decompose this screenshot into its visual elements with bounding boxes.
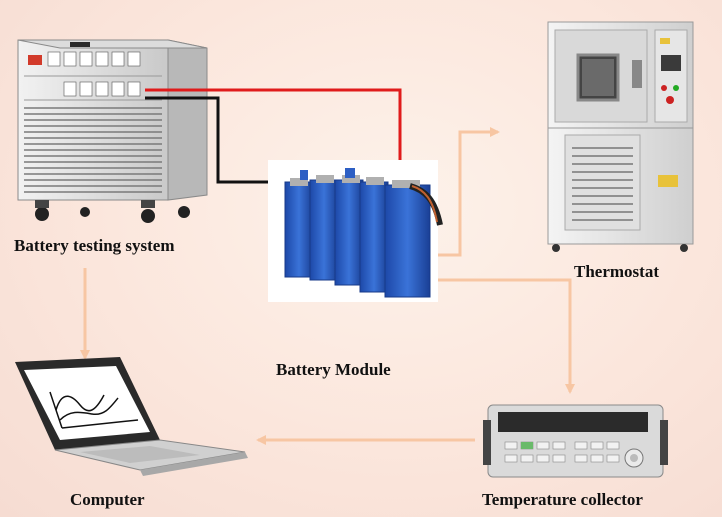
label-thermostat: Thermostat <box>574 262 659 281</box>
battery-module-icon <box>268 160 443 302</box>
computer-icon <box>15 357 248 476</box>
arrow-module-to-thermostat <box>418 127 500 257</box>
label-battery-module: Battery Module <box>276 360 391 379</box>
label-computer: Computer <box>70 490 145 509</box>
label-temperature-collector: Temperature collector <box>482 490 643 509</box>
thermostat-icon <box>547 21 694 252</box>
positive-cable <box>145 88 402 185</box>
label-battery-testing-system: Battery testing system <box>14 236 175 255</box>
negative-cable <box>145 96 300 184</box>
temperature-collector-icon <box>483 404 668 478</box>
arrow-module-to-collector <box>418 278 575 394</box>
battery-testing-system-icon <box>17 39 208 223</box>
flow-arrows <box>80 127 575 445</box>
